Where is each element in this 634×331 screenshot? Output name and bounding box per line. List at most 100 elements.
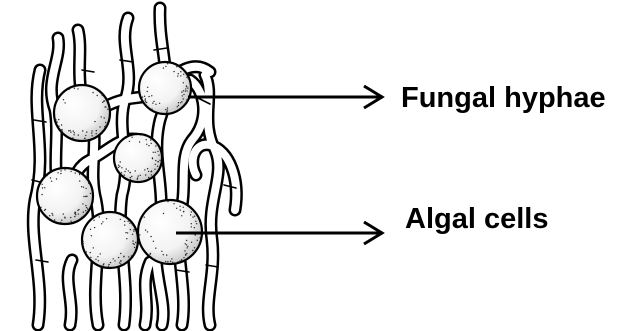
stipple-dot — [185, 243, 186, 244]
stipple-dot — [84, 138, 85, 139]
stipple-dot — [195, 234, 196, 235]
stipple-dot — [44, 187, 45, 188]
stipple-dot — [41, 194, 42, 195]
stipple-dot — [181, 101, 182, 102]
stipple-dot — [85, 196, 86, 197]
stipple-dot — [183, 74, 184, 75]
stipple-dot — [73, 130, 74, 131]
stipple-dot — [133, 230, 134, 231]
stipple-dot — [130, 179, 131, 180]
stipple-dot — [105, 125, 106, 126]
fungal-hyphae-label: Fungal hyphae — [401, 84, 606, 113]
stipple-dot — [181, 259, 182, 260]
stipple-dot — [120, 219, 121, 220]
stipple-dot — [85, 210, 86, 211]
stipple-dot — [83, 243, 84, 244]
stipple-dot — [119, 166, 120, 167]
stipple-dot — [91, 130, 92, 131]
stipple-dot — [137, 177, 138, 178]
stipple-dot — [179, 206, 180, 207]
stipple-dot — [194, 247, 195, 248]
stipple-dot — [121, 172, 122, 173]
stipple-dot — [192, 250, 193, 251]
stipple-dot — [178, 105, 179, 106]
stipple-dot — [186, 244, 187, 245]
stipple-dot — [61, 124, 62, 125]
stipple-dot — [94, 227, 95, 228]
stipple-dot — [77, 88, 78, 89]
stipple-dot — [179, 260, 180, 261]
stipple-dot — [165, 261, 166, 262]
stipple-dot — [49, 215, 50, 216]
stipple-dot — [86, 251, 87, 252]
stipple-dot — [60, 222, 61, 223]
stipple-dot — [93, 220, 94, 221]
stipple-dot — [139, 234, 140, 235]
algal-cells-label: Algal cells — [405, 205, 548, 234]
stipple-dot — [199, 237, 200, 238]
stipple-dot — [105, 106, 106, 107]
stipple-dot — [152, 102, 153, 103]
stipple-dot — [104, 117, 105, 118]
stipple-dot — [79, 173, 80, 174]
stipple-dot — [132, 240, 133, 241]
stipple-dot — [97, 95, 98, 96]
stipple-dot — [153, 152, 154, 153]
stipple-dot — [102, 95, 103, 96]
stipple-dot — [82, 130, 83, 131]
stipple-dot — [42, 187, 43, 188]
stipple-dot — [167, 63, 168, 64]
stipple-dot — [191, 223, 192, 224]
stipple-dot — [140, 175, 141, 176]
stipple-dot — [151, 174, 152, 175]
stipple-dot — [128, 170, 129, 171]
stipple-dot — [85, 205, 86, 206]
stipple-dot — [135, 242, 136, 243]
stipple-dot — [61, 220, 62, 221]
stipple-dot — [61, 129, 62, 130]
stipple-dot — [181, 215, 182, 216]
stipple-dot — [124, 171, 125, 172]
algal-cell — [114, 134, 162, 182]
stipple-dot — [101, 116, 102, 117]
stipple-dot — [130, 172, 131, 173]
stipple-dot — [121, 167, 122, 168]
stipple-dot — [74, 216, 75, 217]
stipple-dot — [150, 171, 151, 172]
stipple-dot — [191, 226, 192, 227]
stipple-dot — [147, 91, 148, 92]
stipple-dot — [83, 211, 84, 212]
stipple-dot — [159, 103, 160, 104]
stipple-dot — [151, 95, 152, 96]
stipple-dot — [152, 157, 153, 158]
stipple-dot — [144, 96, 145, 97]
stipple-dot — [79, 174, 80, 175]
stipple-dot — [155, 160, 156, 161]
stipple-dot — [134, 247, 135, 248]
stipple-dot — [120, 161, 121, 162]
stipple-dot — [150, 138, 151, 139]
stipple-dot — [148, 177, 149, 178]
stipple-dot — [155, 152, 156, 153]
stipple-dot — [94, 121, 95, 122]
stipple-dot — [42, 184, 43, 185]
stipple-dot — [82, 203, 83, 204]
stipple-dot — [73, 134, 74, 135]
stipple-dot — [181, 91, 182, 92]
stipple-dot — [155, 145, 156, 146]
stipple-dot — [96, 133, 97, 134]
stipple-dot — [173, 71, 174, 72]
stipple-dot — [139, 141, 140, 142]
stipple-dot — [176, 208, 177, 209]
stipple-dot — [167, 107, 168, 108]
stipple-dot — [183, 98, 184, 99]
stipple-dot — [145, 98, 146, 99]
stipple-dot — [83, 187, 84, 188]
stipple-dot — [118, 257, 119, 258]
stipple-dot — [183, 94, 184, 95]
stipple-dot — [90, 252, 91, 253]
stipple-dot — [185, 255, 186, 256]
stipple-dot — [177, 261, 178, 262]
stipple-dot — [83, 196, 84, 197]
